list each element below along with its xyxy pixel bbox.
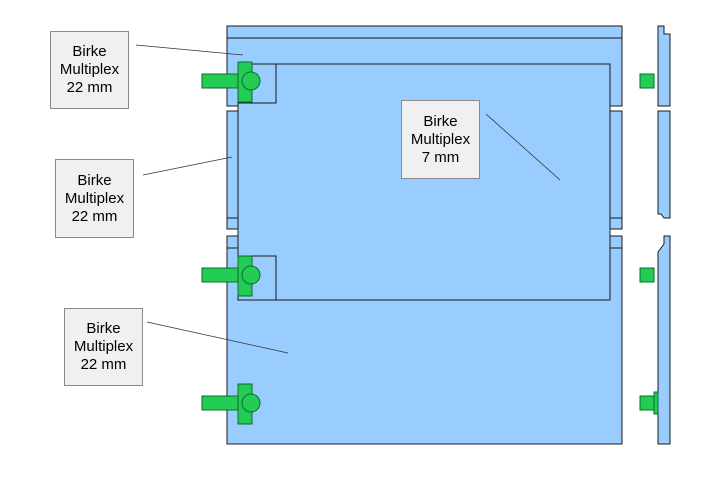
label-line: Birke xyxy=(423,112,458,130)
label-line: Birke xyxy=(77,171,112,189)
label-line: Multiplex xyxy=(64,189,125,207)
label-bottom-panel: Birke Multiplex 22 mm xyxy=(64,308,143,386)
hinge-icon xyxy=(201,61,261,103)
front-panels xyxy=(226,25,623,445)
side-panel-middle xyxy=(657,110,671,219)
hinge-icon xyxy=(639,267,655,283)
side-panel-top xyxy=(657,25,671,107)
hinge-icon xyxy=(639,395,655,411)
label-back-panel: Birke Multiplex 7 mm xyxy=(401,100,480,179)
side-panel-bottom xyxy=(657,235,671,445)
hinge-icon xyxy=(653,391,659,415)
label-line: Multiplex xyxy=(73,338,134,355)
leader-line-middle xyxy=(142,156,233,176)
label-line: Multiplex xyxy=(59,61,120,78)
hinge-icon xyxy=(639,73,655,89)
hinges-side xyxy=(639,73,659,415)
label-line: 22 mm xyxy=(71,207,118,225)
label-middle-panel: Birke Multiplex 22 mm xyxy=(55,159,134,238)
side-view xyxy=(657,25,671,445)
leader-lines xyxy=(135,44,561,354)
label-line: 22 mm xyxy=(66,79,113,96)
label-line: Multiplex xyxy=(410,130,471,148)
hinge-icon xyxy=(201,255,261,297)
leader-line-bottom xyxy=(146,321,289,354)
label-line: 7 mm xyxy=(421,148,460,166)
hinges-left xyxy=(201,61,261,425)
label-line: 22 mm xyxy=(80,356,127,373)
leader-line-top xyxy=(135,44,244,56)
hinge-icon xyxy=(201,383,261,425)
label-line: Birke xyxy=(86,320,121,337)
back-panel-cutout-top xyxy=(238,63,277,104)
label-top-panel: Birke Multiplex 22 mm xyxy=(50,31,129,109)
label-line: Birke xyxy=(72,43,107,60)
leader-line-back xyxy=(485,113,561,181)
